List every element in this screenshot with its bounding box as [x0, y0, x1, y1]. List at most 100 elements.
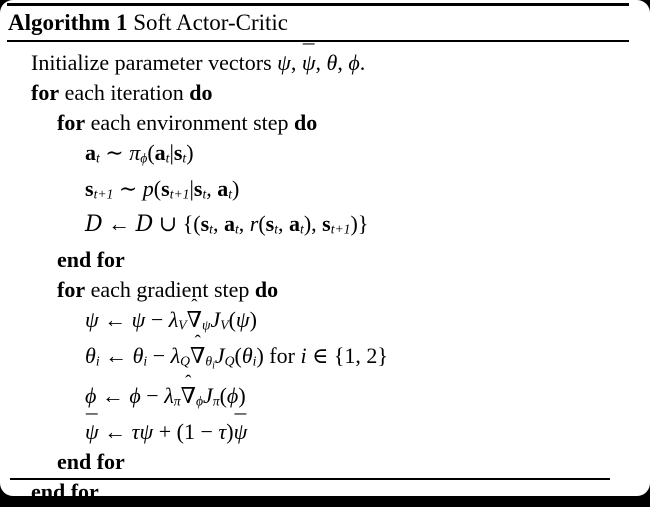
bar-accented-symbol: ¯ψ: [85, 409, 99, 447]
math-segment: ): [232, 175, 240, 201]
math-segment: s: [193, 175, 203, 201]
math-segment: (: [153, 175, 162, 201]
header-rule: [7, 40, 629, 42]
math-segment: t: [165, 150, 170, 166]
algorithm-line: for each environment step do: [0, 108, 650, 138]
math-segment: π: [173, 394, 181, 410]
bar-accented-symbol: ¯ψ: [234, 411, 248, 447]
math-segment: ): [186, 140, 194, 165]
math-segment: −: [147, 342, 171, 368]
math-segment: ∼: [99, 140, 130, 165]
math-segment: (: [234, 342, 242, 368]
hat-accent-mark: ˆ: [194, 331, 201, 353]
math-segment: Q: [224, 353, 235, 369]
math-segment: ψ: [277, 50, 291, 75]
math-segment: τψ: [131, 419, 154, 445]
math-segment: |: [189, 175, 194, 201]
math-segment: ,: [315, 50, 327, 75]
math-segment: V: [220, 317, 229, 333]
math-segment: Q: [180, 353, 191, 369]
math-segment: π: [129, 140, 141, 165]
algorithm-line: for each gradient step do: [0, 275, 650, 305]
math-segment: λ: [168, 307, 179, 333]
math-segment: i: [300, 342, 307, 368]
math-segment: i: [143, 353, 148, 369]
hat-accented-symbol: ˆ∇: [181, 373, 196, 411]
math-segment: t+1: [169, 186, 190, 202]
math-segment: ): [226, 419, 234, 445]
math-segment: s: [161, 175, 170, 201]
math-segment: ϕ: [85, 383, 97, 409]
hat-accent-mark: ˆ: [191, 295, 198, 317]
math-segment: ϕ: [348, 50, 360, 75]
math-segment: t+1: [93, 186, 114, 202]
math-segment: ),: [303, 211, 323, 237]
algorithm-line: end for: [0, 477, 650, 507]
math-segment: i: [212, 360, 215, 372]
bar-accent-mark: ¯: [86, 409, 98, 436]
math-segment: t: [274, 222, 279, 238]
accent-base-symbol: ∇: [190, 342, 206, 368]
math-segment: each gradient step: [85, 277, 255, 303]
math-segment: θ: [85, 342, 96, 368]
accent-base-symbol: ψ: [301, 50, 316, 75]
math-segment: ): [249, 307, 257, 333]
math-segment: (: [219, 383, 227, 409]
hat-accented-symbol: ˆ∇: [190, 331, 206, 371]
math-segment: θ: [326, 50, 338, 75]
math-segment: )}: [350, 211, 369, 237]
math-segment: end for: [31, 479, 99, 505]
algorithm-line: Initialize parameter vectors ψ, ¯ψ, θ, ϕ…: [0, 42, 650, 78]
math-segment: a: [223, 211, 235, 237]
algorithm-line: ¯ψ ← τψ + (1 − τ)¯ψ: [0, 409, 650, 447]
math-segment: s: [173, 140, 183, 165]
math-segment: θ: [205, 353, 213, 369]
bottom-rule: [10, 478, 610, 480]
math-segment: D: [85, 212, 103, 238]
math-segment: J: [214, 342, 225, 368]
math-segment: for: [57, 277, 86, 303]
math-segment: ∪ {(: [153, 211, 201, 237]
math-segment: ,: [290, 50, 302, 75]
math-segment: Initialize parameter vectors: [31, 50, 278, 75]
math-segment: do: [189, 80, 213, 105]
algorithm-line: end for: [0, 447, 650, 477]
math-segment: end for: [57, 449, 125, 475]
math-segment: (: [147, 140, 155, 165]
math-segment: ) for: [256, 342, 301, 368]
math-segment: a: [289, 211, 301, 237]
algorithm-line: st+1 ∼ p(st+1|st, at): [0, 174, 650, 210]
math-segment: s: [265, 211, 275, 237]
math-segment: for: [57, 110, 86, 135]
accent-base-symbol: ∇: [186, 307, 202, 333]
math-segment: a: [85, 140, 96, 165]
math-segment: |: [169, 140, 174, 165]
math-segment: ,: [206, 175, 218, 201]
math-segment: r: [249, 211, 259, 237]
math-segment: ,: [238, 211, 250, 237]
math-segment: ←: [102, 211, 136, 237]
math-segment: θ: [132, 342, 144, 368]
math-segment: ϕ: [226, 383, 239, 409]
math-segment: π: [212, 394, 220, 410]
math-segment: J: [210, 307, 221, 333]
algorithm-number-label: Algorithm 1: [8, 10, 128, 35]
math-segment: s: [85, 175, 94, 201]
math-segment: ←: [99, 342, 133, 368]
math-segment: t: [300, 222, 304, 238]
math-segment: ψ: [202, 317, 211, 333]
bar-accented-symbol: ¯ψ: [301, 42, 316, 78]
math-segment: t+1: [330, 222, 351, 238]
math-segment: .: [359, 50, 366, 75]
math-segment: s: [322, 211, 331, 237]
math-segment: end for: [57, 247, 125, 273]
math-segment: −: [145, 307, 169, 333]
math-segment: t: [202, 186, 207, 202]
math-segment: for: [31, 80, 60, 105]
math-segment: ,: [337, 50, 349, 75]
math-segment: ←: [96, 383, 130, 409]
math-segment: ψ: [85, 307, 99, 333]
math-segment: ,: [212, 211, 224, 237]
